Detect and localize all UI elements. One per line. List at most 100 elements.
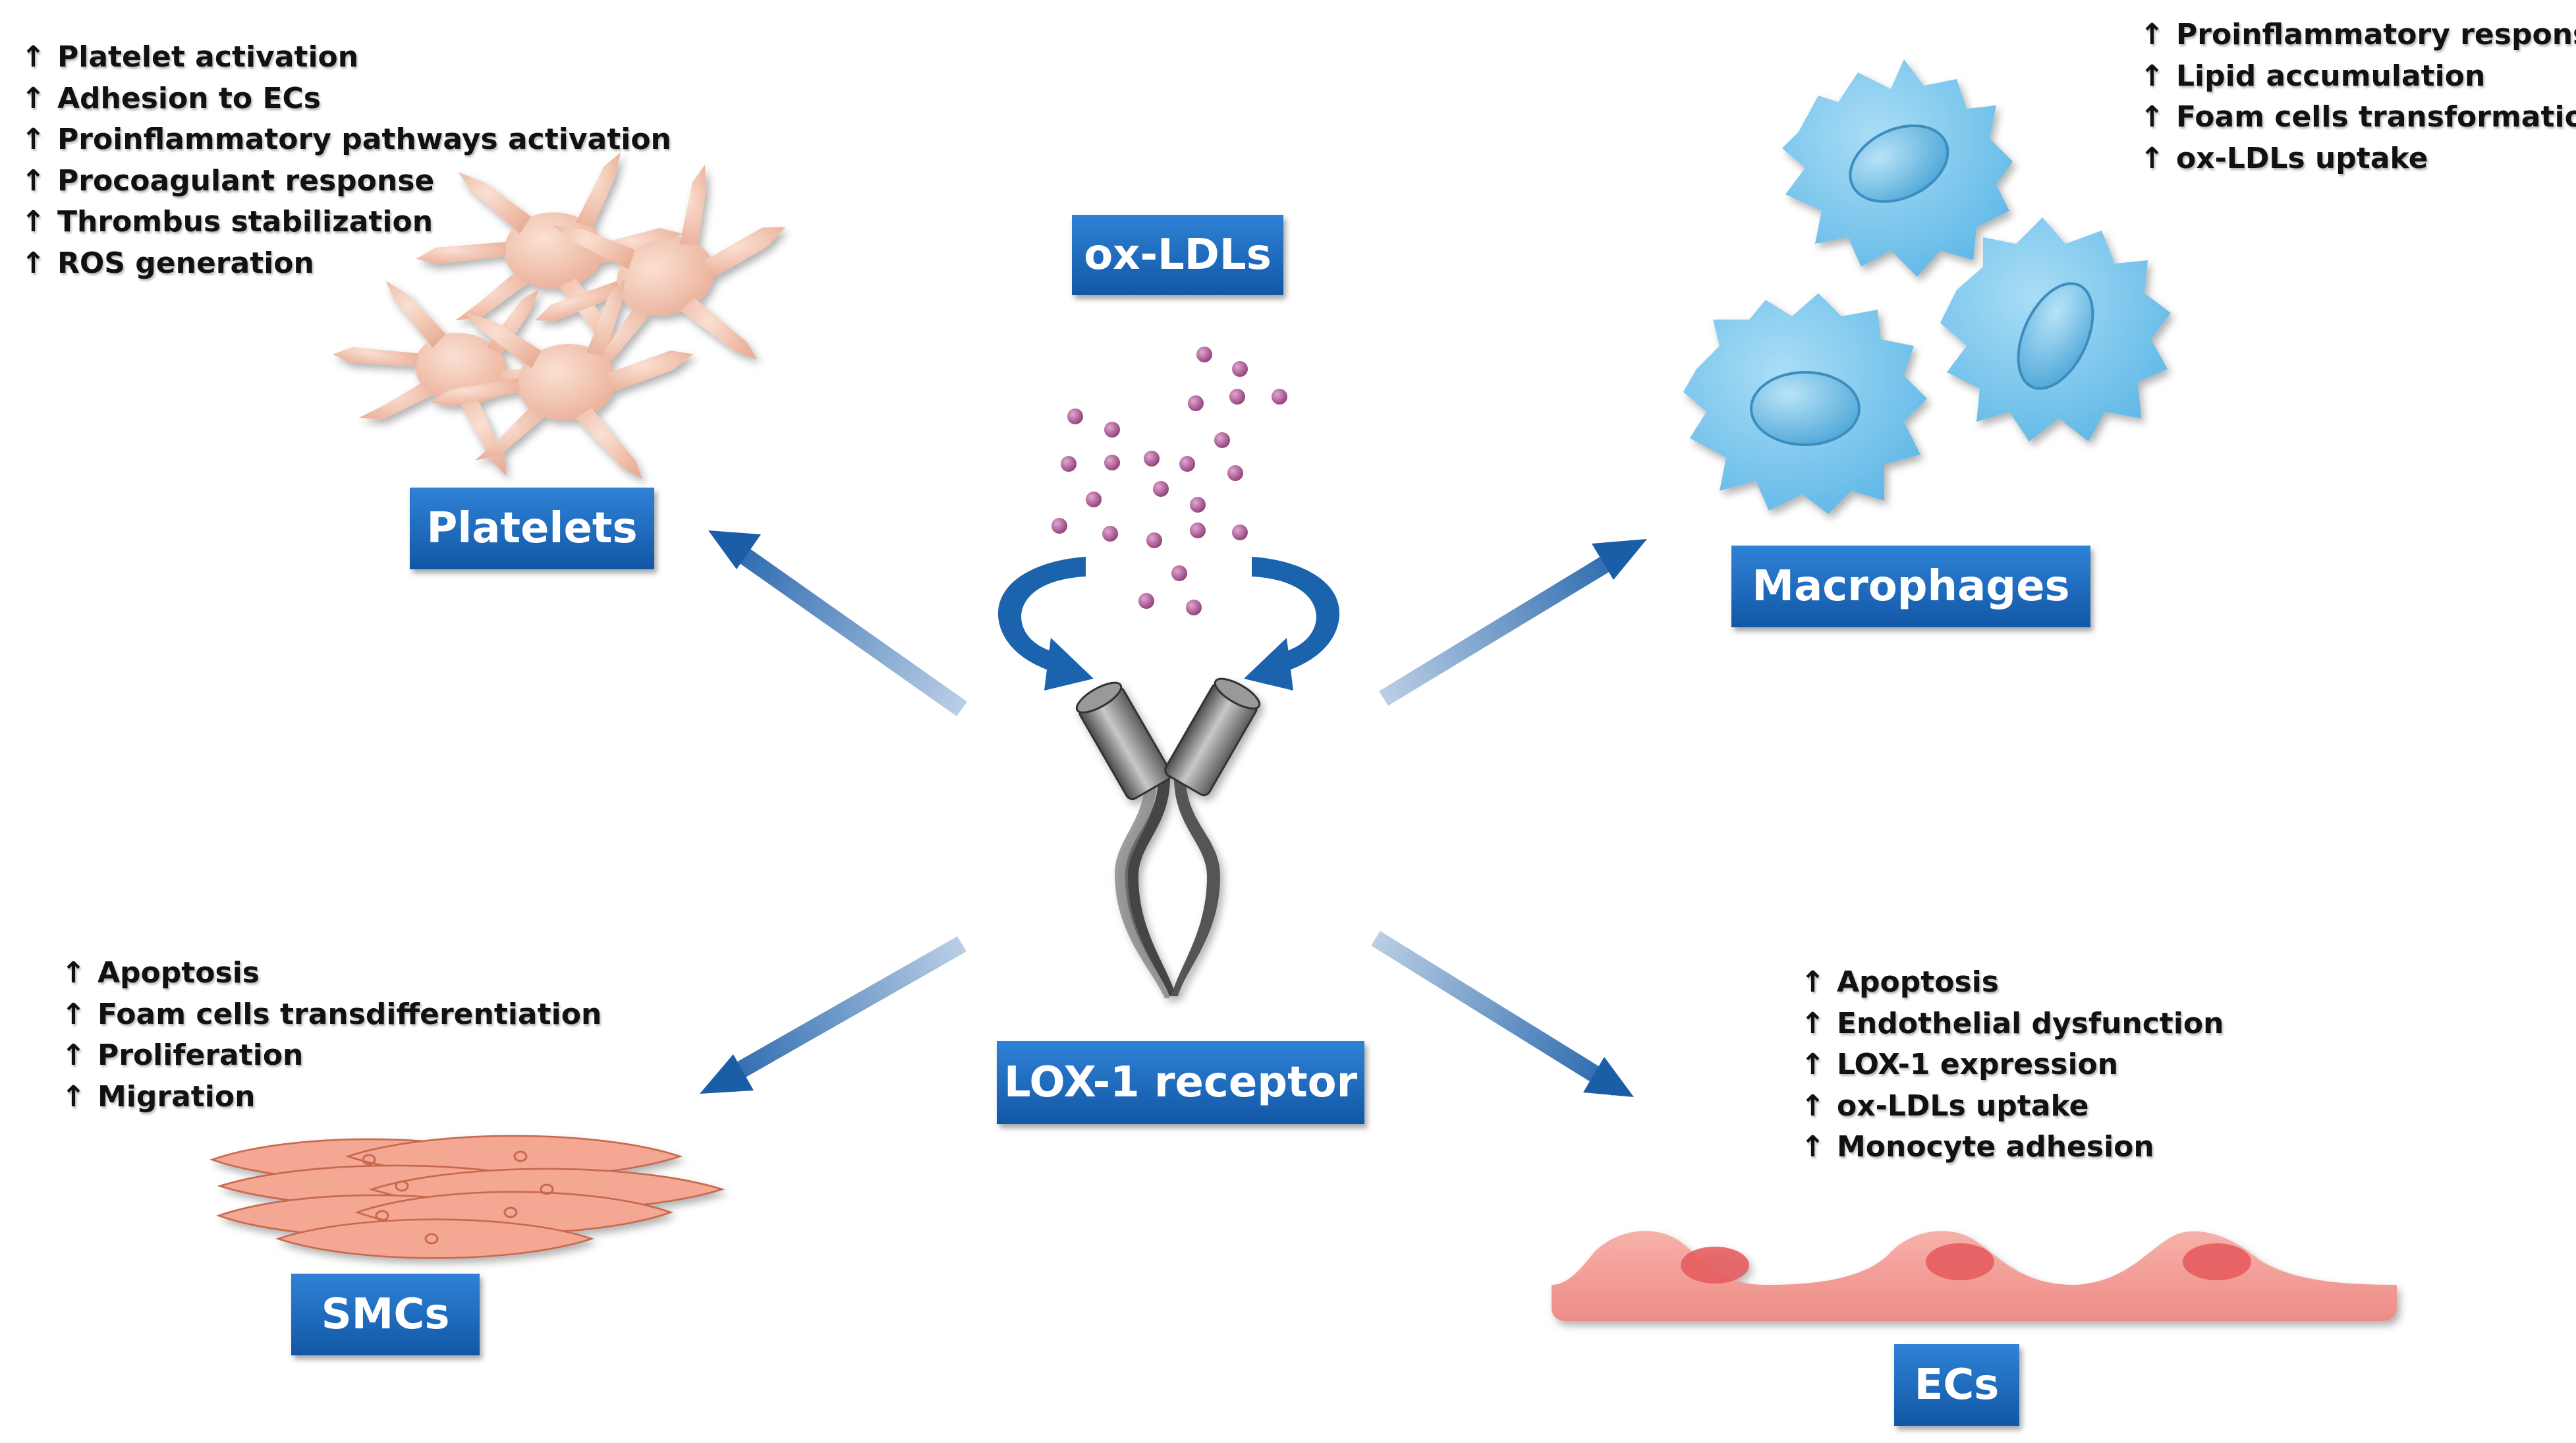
- effect-text: Procoagulant response: [57, 163, 435, 198]
- platelets-label: Platelets: [410, 488, 654, 569]
- up-arrow-icon: ↑: [21, 123, 45, 156]
- effect-item: ↑ Foam cells transdifferentiation: [61, 994, 602, 1036]
- smcs-effects: ↑ Apoptosis ↑ Foam cells transdifferentiati…: [61, 953, 602, 1118]
- up-arrow-icon: ↑: [21, 163, 45, 198]
- macrophages-effects: ↑ Proinflammatory response ↑ Lipid accumula…: [2140, 14, 2576, 179]
- effect-text: Proliferation: [98, 1038, 304, 1072]
- up-arrow-icon: ↑: [2140, 59, 2164, 93]
- smc-nuclei: [362, 1150, 554, 1245]
- ox-ldl-particle: [1188, 395, 1204, 411]
- effect-item: ↑ Apoptosis: [61, 953, 602, 994]
- effect-item: ↑ Adhesion to ECs: [21, 78, 671, 120]
- effect-item: ↑ Procoagulant response: [21, 161, 671, 202]
- ox-ldl-particle: [1144, 451, 1160, 467]
- up-arrow-icon: ↑: [2140, 18, 2164, 51]
- effect-text: ox-LDLs uptake: [2176, 141, 2428, 175]
- effect-item: ↑ ROS generation: [21, 243, 671, 285]
- effect-item: ↑ Migration: [61, 1077, 602, 1118]
- arrow-to-smcs: [700, 936, 966, 1094]
- up-arrow-icon: ↑: [1801, 1089, 1825, 1123]
- lox1-receptor-icon: [1075, 677, 1261, 998]
- smc-icon: [211, 1135, 723, 1259]
- up-arrow-icon: ↑: [1801, 965, 1825, 999]
- arrow-to-macrophages: [1379, 539, 1647, 706]
- effect-text: Platelet activation: [57, 40, 359, 74]
- ox-ldl-particle: [1067, 409, 1083, 424]
- effect-item: ↑ Monocyte adhesion: [1801, 1127, 2224, 1168]
- effect-item: ↑ Foam cells transformation: [2140, 97, 2576, 138]
- up-arrow-icon: ↑: [21, 205, 45, 239]
- platelets-effects: ↑ Platelet activation ↑ Adhesion to ECs ↑ Pro…: [21, 37, 671, 284]
- up-arrow-icon: ↑: [61, 1038, 86, 1072]
- up-arrow-icon: ↑: [1801, 1130, 1825, 1164]
- up-arrow-icon: ↑: [21, 246, 45, 280]
- effect-text: ox-LDLs uptake: [1837, 1089, 2089, 1123]
- endothelial-cell-icon: [1552, 1231, 2397, 1321]
- effect-item: ↑ Thrombus stabilization: [21, 202, 671, 243]
- effect-text: Migration: [98, 1079, 256, 1114]
- ox-ldl-particle: [1138, 593, 1154, 609]
- ox-ldl-particle: [1051, 518, 1067, 534]
- effect-text: LOX-1 expression: [1837, 1048, 2119, 1081]
- effect-text: Endothelial dysfunction: [1837, 1006, 2224, 1040]
- effect-item: ↑ Endothelial dysfunction: [1801, 1004, 2224, 1045]
- effect-text: Proinflammatory response: [2176, 18, 2576, 51]
- ox-ldl-particle: [1190, 497, 1206, 513]
- up-arrow-icon: ↑: [2140, 141, 2164, 175]
- ox-ldl-particle: [1104, 422, 1120, 438]
- ox-ldl-particle: [1171, 565, 1187, 581]
- effect-item: ↑ Lipid accumulation: [2140, 56, 2576, 98]
- ox-ldl-particle: [1229, 389, 1245, 405]
- up-arrow-icon: ↑: [61, 997, 86, 1031]
- effect-text: Foam cells transformation: [2176, 100, 2576, 134]
- effect-text: Thrombus stabilization: [57, 205, 434, 239]
- up-arrow-icon: ↑: [61, 956, 86, 990]
- ox-ldl-particle: [1102, 526, 1118, 542]
- effect-item: ↑ ox-LDLs uptake: [1801, 1086, 2224, 1127]
- ox-ldl-particle: [1104, 455, 1120, 470]
- effect-text: Foam cells transdifferentiation: [98, 997, 602, 1031]
- ox-ldl-particle: [1196, 347, 1212, 362]
- effect-text: Monocyte adhesion: [1837, 1130, 2154, 1164]
- ox-ldl-particle-icon: [1051, 347, 1287, 615]
- effect-item: ↑ Proinflammatory response: [2140, 14, 2576, 56]
- ox-ldl-particle: [1272, 389, 1287, 405]
- ox-ldl-particle: [1186, 600, 1202, 615]
- ox-ldl-particle: [1227, 465, 1243, 481]
- up-arrow-icon: ↑: [1801, 1006, 1825, 1040]
- ox-ldl-particle: [1190, 523, 1206, 538]
- curved-arrow-left: [997, 557, 1094, 691]
- effect-item: ↑LOX-1 expression: [1801, 1044, 2224, 1086]
- up-arrow-icon: ↑: [2140, 100, 2164, 134]
- arrow-to-platelets: [708, 530, 967, 716]
- up-arrow-icon: ↑: [21, 81, 45, 115]
- macrophages-label: Macrophages: [1731, 546, 2090, 627]
- effect-item: ↑ Proinflammatory pathways activation: [21, 119, 671, 161]
- effect-text: ROS generation: [57, 246, 314, 280]
- curved-arrow-right: [1244, 557, 1340, 691]
- effect-text: Proinflammatory pathways activation: [57, 123, 671, 156]
- ox-ldl-particle: [1153, 481, 1169, 497]
- ox-ldl-particle: [1232, 524, 1248, 540]
- arrow-to-ecs: [1371, 931, 1634, 1097]
- ox-ldl-particle: [1086, 492, 1102, 507]
- effect-text: Apoptosis: [1837, 965, 1999, 999]
- ox-ldl-particle: [1232, 361, 1248, 377]
- smcs-label: SMCs: [291, 1274, 480, 1355]
- up-arrow-icon: ↑: [61, 1079, 86, 1114]
- ecs-label: ECs: [1894, 1344, 2019, 1426]
- effect-item: ↑ Proliferation: [61, 1035, 602, 1077]
- effect-item: ↑ Apoptosis: [1801, 962, 2224, 1004]
- effect-item: ↑ ox-LDLs uptake: [2140, 138, 2576, 180]
- effect-text: Adhesion to ECs: [57, 81, 321, 115]
- ox-ldl-particle: [1179, 456, 1195, 472]
- ecs-effects: ↑Apoptosis↑Endothelial dysfunction↑LOX-1…: [1801, 962, 2224, 1168]
- up-arrow-icon: ↑: [21, 40, 45, 74]
- effect-item: ↑ Platelet activation: [21, 37, 671, 78]
- effect-text: Lipid accumulation: [2176, 59, 2486, 93]
- macrophage-icon: [1683, 59, 2171, 514]
- ox-ldls-label: ox-LDLs: [1072, 215, 1283, 295]
- effect-text: Apoptosis: [98, 956, 260, 990]
